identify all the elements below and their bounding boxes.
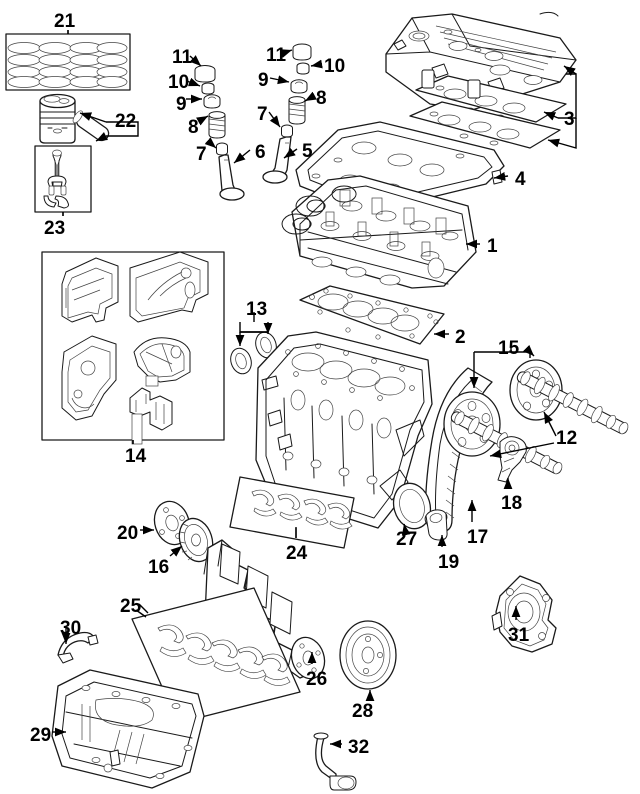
leader-lines <box>52 30 577 749</box>
head-gasket <box>299 285 445 345</box>
main-bearing-set-upper <box>229 476 355 549</box>
exhaust-valve-stack <box>194 65 245 201</box>
oil-pan <box>51 669 205 789</box>
callout-8-valve-spring[interactable]: 8 <box>316 88 327 109</box>
callout-17-timing-belt[interactable]: 17 <box>467 527 489 548</box>
oil-pump <box>491 575 557 653</box>
timing-belt-tensioner <box>497 436 527 483</box>
callout-27-crankshaft-front-seal[interactable]: 27 <box>396 529 418 550</box>
valve-cover-gasket-lower <box>409 101 561 149</box>
timing-cover-set <box>41 251 225 445</box>
callout-11-valve-spring-retainer[interactable]: 11 <box>172 47 193 68</box>
callout-2-head-gasket[interactable]: 2 <box>455 327 466 348</box>
callout-19-crankshaft-spacer[interactable]: 19 <box>438 552 460 573</box>
callout-16-crankshaft-timing-gear[interactable]: 16 <box>148 557 170 578</box>
camshaft-upper <box>516 371 629 435</box>
callout-11-valve-spring-retainer[interactable]: 11 <box>266 45 287 66</box>
callout-30-thrust-washer[interactable]: 30 <box>60 618 82 639</box>
callout-31-oil-pump[interactable]: 31 <box>508 625 530 646</box>
callout-9-valve-spring-seat[interactable]: 9 <box>176 94 187 115</box>
crankshaft-front-seal <box>392 482 432 530</box>
callout-32-oil-pump-pickup-tube[interactable]: 32 <box>348 737 370 758</box>
callout-4-valve-cover-gasket[interactable]: 4 <box>515 169 526 190</box>
callout-5-intake-valve[interactable]: 5 <box>302 141 313 162</box>
cylinder-head <box>281 175 477 289</box>
crankshaft-timing-gear <box>178 517 214 563</box>
connecting-rod-kit <box>34 145 92 216</box>
piston-and-pin <box>39 93 110 144</box>
callout-20-crankshaft-sensor-plate[interactable]: 20 <box>117 523 139 544</box>
cylinder-block <box>255 331 433 529</box>
thrust-washer <box>57 631 99 664</box>
callout-14-timing-cover-set[interactable]: 14 <box>125 446 147 467</box>
callout-24-main-bearing-set-upper[interactable]: 24 <box>286 543 308 564</box>
callout-21-piston-ring-set[interactable]: 21 <box>54 11 76 32</box>
callout-6-exhaust-valve[interactable]: 6 <box>255 142 266 163</box>
callout-29-oil-pan[interactable]: 29 <box>30 725 52 746</box>
valve-cover-gasket-upper <box>415 69 567 123</box>
intake-valve-stack <box>262 43 312 184</box>
callout-22-piston-and-pin[interactable]: 22 <box>115 111 137 132</box>
crankshaft-spacer <box>424 509 448 541</box>
camshaft-seal-pair <box>230 331 277 375</box>
callout-1-cylinder-head[interactable]: 1 <box>487 236 498 257</box>
callout-13-camshaft-seals[interactable]: 13 <box>246 299 268 320</box>
callout-7-valve-stem-seal[interactable]: 7 <box>196 144 207 165</box>
callout-28-crankshaft-pulley[interactable]: 28 <box>352 701 374 722</box>
callout-26-crankshaft[interactable]: 26 <box>306 669 328 690</box>
piston-ring-set <box>5 30 131 91</box>
callout-10-valve-keeper[interactable]: 10 <box>168 72 190 93</box>
callout-23-connecting-rod-kit[interactable]: 23 <box>44 218 66 239</box>
callout-3-valve-cover-gaskets[interactable]: 3 <box>564 109 575 130</box>
callout-9-valve-spring-seat[interactable]: 9 <box>258 70 269 91</box>
callout-15-camshaft-sprockets[interactable]: 15 <box>498 338 520 359</box>
callout-12-camshafts[interactable]: 12 <box>556 428 578 449</box>
callout-8-valve-spring[interactable]: 8 <box>188 117 199 138</box>
crankshaft-pulley <box>339 620 397 690</box>
callout-10-valve-keeper[interactable]: 10 <box>324 56 346 77</box>
oil-pump-pickup-tube <box>313 732 357 791</box>
callout-18-timing-belt-tensioner[interactable]: 18 <box>501 493 523 514</box>
callout-25-main-bearing-set-lower[interactable]: 25 <box>120 596 142 617</box>
callout-7-valve-stem-seal[interactable]: 7 <box>257 104 268 125</box>
